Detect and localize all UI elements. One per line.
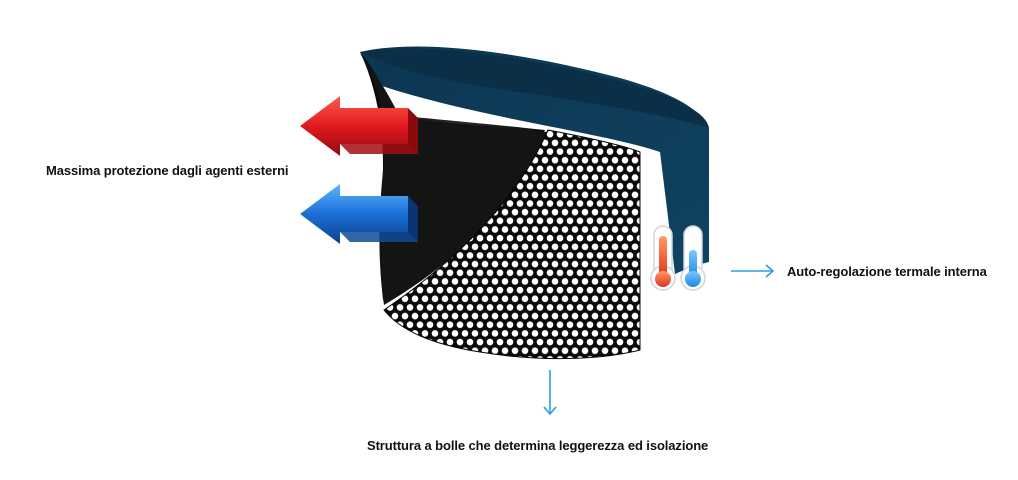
outer-band-rim <box>360 48 709 128</box>
bubble-structure-label: Struttura a bolle che determina leggerez… <box>367 438 709 453</box>
blue-arrow-left-icon <box>300 184 418 244</box>
thermal-regulation-label: Auto-regolazione termale interna <box>787 264 987 279</box>
arrow-down-icon <box>543 370 557 416</box>
external-protection-label: Massima protezione dagli agenti esterni <box>46 163 289 178</box>
inner-black-band-body <box>362 56 548 305</box>
hexagonal-mesh-layer <box>383 129 641 360</box>
blue-thermometer-icon <box>680 225 706 291</box>
red-arrow-left-icon <box>300 96 418 156</box>
arrow-right-icon <box>731 264 775 278</box>
red-thermometer-icon <box>650 225 676 291</box>
